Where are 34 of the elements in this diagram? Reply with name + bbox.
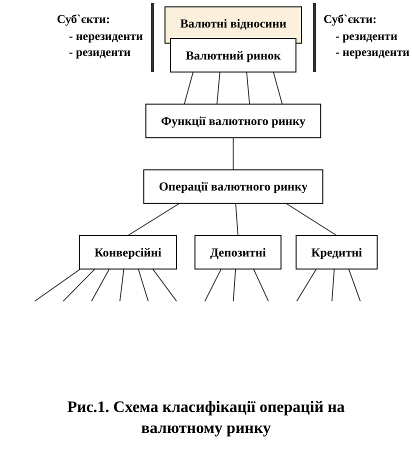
connector bbox=[91, 268, 110, 302]
connector bbox=[119, 268, 124, 302]
node-box: Валютні відносини bbox=[164, 6, 302, 44]
connector bbox=[216, 72, 220, 105]
connector bbox=[138, 268, 149, 302]
connector bbox=[127, 202, 180, 236]
connector bbox=[246, 72, 250, 105]
list-item: - резиденти bbox=[336, 28, 398, 44]
connector bbox=[286, 202, 338, 236]
connector bbox=[232, 137, 234, 170]
connector bbox=[253, 268, 269, 302]
list-heading: Суб`єкти: bbox=[324, 10, 377, 28]
node-box: Валютний ринок bbox=[170, 38, 296, 72]
list-item: - нерезиденти bbox=[336, 44, 410, 62]
list-item: - резиденти bbox=[68, 44, 131, 62]
node-box: Кредитні bbox=[296, 235, 378, 270]
list-heading: Суб`єкти: bbox=[56, 10, 110, 28]
connector bbox=[204, 268, 222, 302]
node-box: Функції валютного ринку bbox=[145, 104, 322, 138]
node-box: Конверсійні bbox=[78, 235, 177, 270]
connector bbox=[34, 268, 81, 302]
connector bbox=[184, 72, 194, 105]
connector bbox=[272, 72, 283, 105]
connector bbox=[331, 268, 335, 302]
connector bbox=[152, 268, 177, 302]
list-item: - нерезиденти bbox=[68, 28, 143, 44]
connector bbox=[348, 268, 361, 302]
connector bbox=[232, 268, 236, 302]
node-box: Депозитні bbox=[194, 235, 282, 270]
connector bbox=[235, 202, 238, 236]
connector bbox=[62, 268, 96, 302]
connector bbox=[296, 268, 317, 302]
figure-caption: Рис.1. Схема класифікації операцій на валютному ринку bbox=[66, 398, 346, 439]
node-box: Операції валютного ринку bbox=[143, 169, 324, 204]
